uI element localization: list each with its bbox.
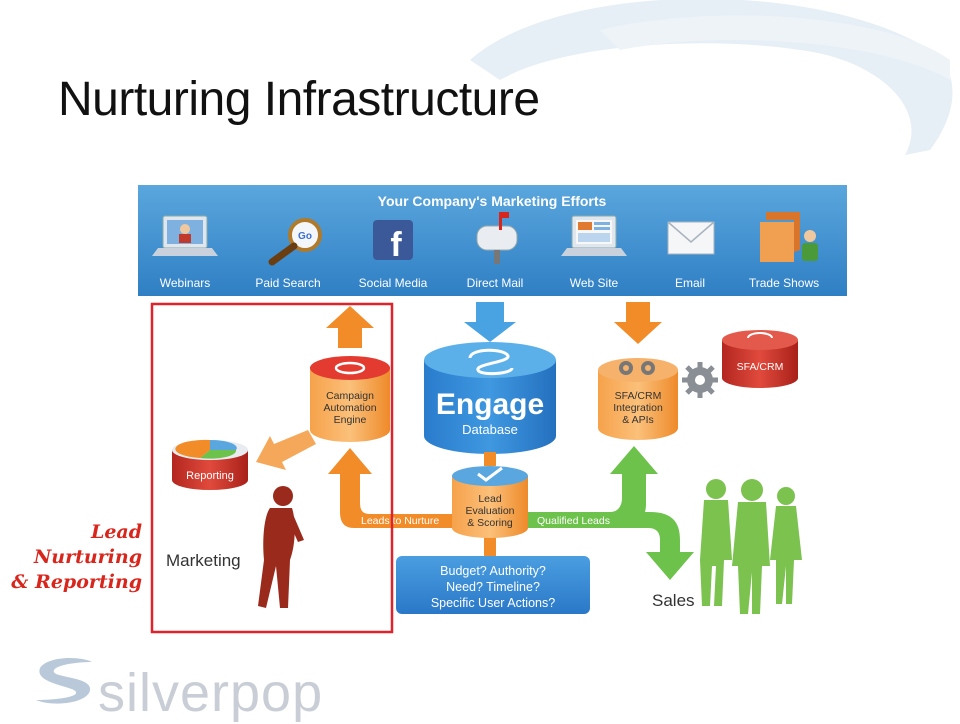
checkmark-icon [477, 466, 503, 482]
arrow-qualified-to-sfa [526, 446, 658, 528]
channel-label-direct-mail: Direct Mail [467, 276, 524, 290]
arrow-into-database [464, 302, 516, 342]
sfa-integration-line-2: Integration [613, 402, 663, 414]
campaign-engine-cylinder [310, 356, 390, 442]
gears-icon [619, 361, 655, 375]
sfa-integration-cylinder [598, 358, 678, 440]
engage-title: Engage [436, 388, 544, 421]
magnifier-icon: Go [268, 218, 322, 266]
criteria-line-2: Need? Timeline? [446, 580, 540, 594]
leads-to-nurture-label: Leads to Nurture [361, 515, 439, 527]
sfa-integration-line-3: & APIs [622, 414, 654, 426]
lead-evaluation-cylinder [452, 466, 528, 538]
svg-text:f: f [390, 226, 402, 264]
slide-title: Nurturing Infrastructure [58, 73, 540, 126]
reporting-label: Reporting [186, 470, 234, 482]
mailbox-icon [476, 212, 518, 264]
banner-title: Your Company's Marketing Efforts [378, 193, 607, 209]
reporting-cylinder [172, 439, 248, 490]
channel-label-email: Email [675, 276, 705, 290]
target-icon [334, 361, 366, 375]
qualified-leads-label: Qualified Leads [537, 515, 610, 527]
booth-icon [760, 212, 818, 262]
campaign-line-3: Engine [334, 414, 367, 426]
lead-nurturing-reporting-label: Lead Nurturing & Reporting [0, 520, 142, 595]
silverpop-logo-icon [36, 658, 92, 704]
lead-eval-line-2: Evaluation [465, 505, 514, 517]
laptop-webinar-icon [152, 215, 218, 256]
arrow-qualified-to-sales [612, 512, 694, 580]
sfa-integration-line-1: SFA/CRM [615, 390, 662, 402]
arrow-into-sfa [614, 302, 662, 344]
sfa-crm-label: SFA/CRM [737, 361, 784, 373]
laptop-website-icon [561, 215, 627, 256]
criteria-line-1: Budget? Authority? [440, 564, 546, 578]
lead-eval-line-1: Lead [478, 493, 502, 505]
gear-icon [682, 362, 718, 398]
arrow-to-reporting [256, 430, 316, 470]
envelope-icon [667, 221, 715, 255]
silverpop-logo-text: silverpop [98, 663, 324, 723]
channel-label-social-media: Social Media [359, 276, 428, 290]
marketing-label: Marketing [166, 551, 241, 570]
channel-label-webinars: Webinars [160, 276, 210, 290]
facebook-icon: f [373, 220, 413, 264]
arrow-leads-to-nurture [328, 448, 456, 528]
svg-text:Go: Go [298, 231, 312, 242]
channel-label-web-site: Web Site [570, 276, 619, 290]
pie-chart-icon [210, 439, 237, 450]
channel-label-trade-shows: Trade Shows [749, 276, 819, 290]
side-label-line-2: Nurturing [33, 546, 142, 568]
side-label-line-1: Lead [90, 521, 142, 543]
sales-label: Sales [652, 591, 695, 610]
campaign-line-2: Automation [323, 402, 376, 414]
lead-eval-line-3: & Scoring [467, 517, 513, 529]
arrow-up-campaign [326, 306, 374, 348]
criteria-box [396, 556, 590, 614]
campaign-line-1: Campaign [326, 390, 374, 402]
criteria-line-3: Specific User Actions? [431, 596, 555, 610]
highlight-box [150, 302, 394, 634]
sfa-crm-cylinder [722, 330, 798, 388]
marketing-person-icon [258, 486, 304, 608]
engage-database [424, 342, 556, 454]
channel-label-paid-search: Paid Search [255, 276, 320, 290]
side-label-line-3: & Reporting [11, 571, 142, 593]
engage-subtitle: Database [462, 422, 518, 437]
sales-team-icon [700, 479, 802, 614]
sync-icon [747, 332, 773, 339]
